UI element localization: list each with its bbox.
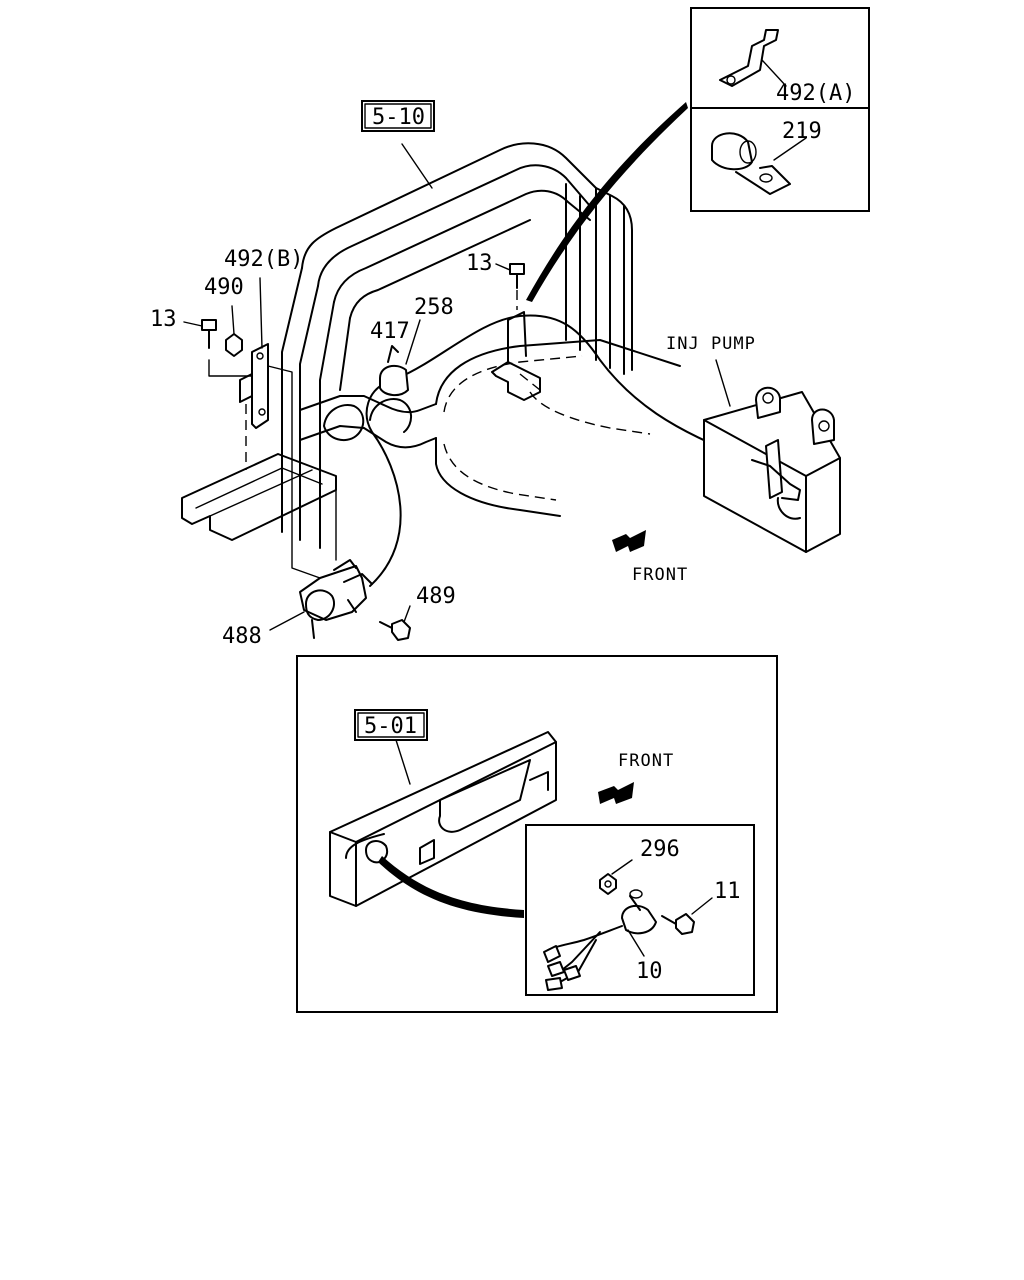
label-489: 489 [416, 584, 456, 609]
detail-pointer [378, 856, 524, 918]
leader-13-mid [495, 263, 511, 271]
label-417: 417 [370, 319, 410, 344]
bolt-11 [675, 913, 695, 935]
bolt-13-left [201, 319, 217, 331]
label-13-left: 13 [150, 307, 177, 332]
label-219: 219 [782, 119, 822, 144]
detail-panel-5-01: 5-01 FRONT [296, 655, 778, 1013]
wire-harness [365, 314, 753, 587]
label-258: 258 [414, 295, 454, 320]
nut-296 [599, 873, 617, 895]
ref-box-5-10: 5-10 [361, 100, 435, 132]
frame-assembly [181, 142, 681, 561]
label-ref-5-01: 5-01 [364, 714, 417, 739]
bracket-492b-group [201, 319, 321, 579]
nut-490 [225, 333, 243, 357]
front-arrow-bottom-icon [598, 782, 634, 804]
injection-pump [703, 386, 841, 553]
inset-pointer-top [526, 102, 688, 302]
bolt-489 [379, 619, 411, 641]
label-inj-pump: INJ PUMP [666, 334, 756, 354]
clip-492a-drawing [719, 29, 779, 87]
bolt-13-mid [509, 263, 525, 310]
label-front-top: FRONT [632, 565, 688, 585]
label-296: 296 [640, 837, 680, 862]
sensor-detail-box: 296 11 10 [525, 824, 755, 996]
sensor-10 [621, 904, 657, 935]
clamp-417-258 [379, 364, 409, 396]
label-490: 490 [204, 275, 244, 300]
label-ref-5-10: 5-10 [372, 105, 425, 130]
leader-219 [773, 137, 807, 161]
label-488: 488 [222, 624, 262, 649]
label-13-mid: 13 [466, 251, 493, 276]
frame-member-drawing [329, 731, 557, 907]
label-492a: 492(A) [776, 81, 855, 106]
leader-492a [761, 59, 787, 87]
label-front-bottom: FRONT [618, 751, 674, 771]
label-10: 10 [636, 959, 663, 984]
clamp-219-drawing [711, 132, 791, 195]
front-arrow-top-icon [612, 530, 646, 552]
switch-assy-488 [299, 559, 373, 639]
label-492b: 492(B) [224, 247, 303, 272]
label-11: 11 [714, 879, 741, 904]
leaders-main [183, 143, 731, 631]
inset-clips-panel: 492(A) 219 [690, 7, 870, 212]
